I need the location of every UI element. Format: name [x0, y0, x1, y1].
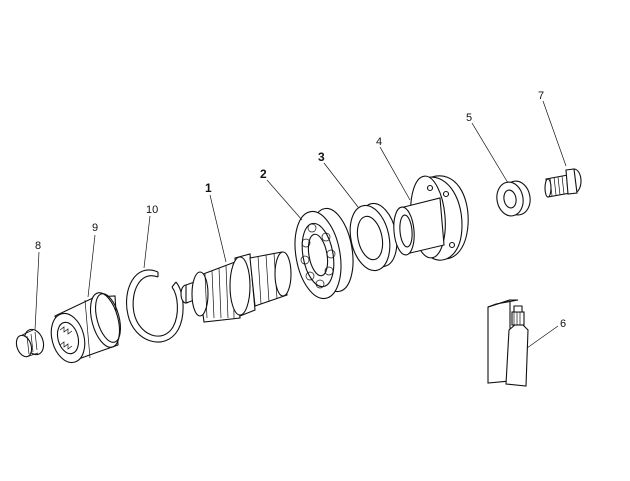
part-2-ball-bearing	[294, 207, 354, 300]
callout-9: 9	[92, 222, 98, 234]
part-1-splined-shaft	[180, 251, 292, 323]
callout-2: 2	[260, 167, 267, 181]
callout-7: 7	[538, 90, 544, 102]
part-6-sealant-tube	[487, 299, 529, 387]
part-4-flanged-housing	[393, 175, 469, 261]
part-10-snap-ring	[126, 269, 184, 343]
part-5-washer	[496, 180, 531, 217]
callout-4: 4	[376, 136, 382, 148]
callout-1: 1	[205, 181, 212, 195]
callout-3: 3	[318, 150, 325, 164]
part-9-splined-coupling	[50, 292, 121, 364]
part-8-needle-bearing	[15, 328, 45, 358]
part-7-bolt	[544, 168, 582, 198]
part-3-seal-ring	[349, 202, 398, 272]
callout-8: 8	[35, 240, 41, 252]
leader-lines	[34, 100, 567, 349]
callout-6: 6	[560, 318, 566, 330]
callout-5: 5	[466, 112, 472, 124]
callout-10: 10	[146, 204, 158, 216]
